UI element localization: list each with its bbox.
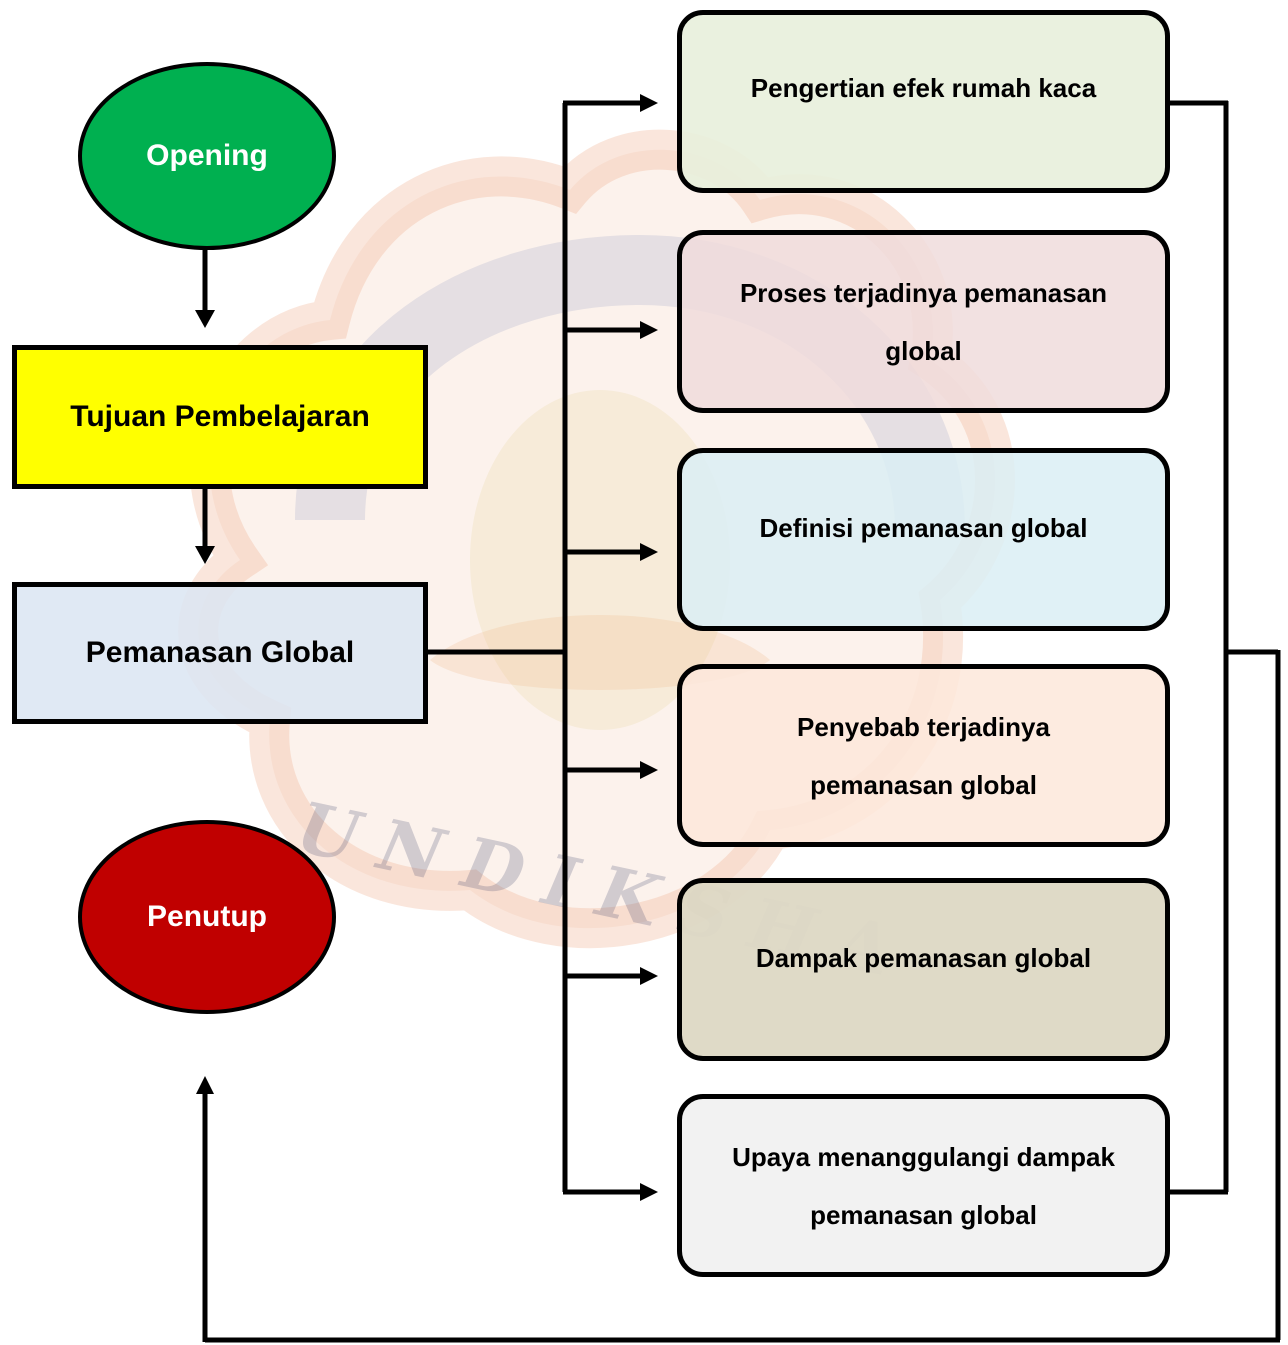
pemanasan-global-node: Pemanasan Global	[12, 582, 428, 724]
topic-label: Proses terjadinya pemanasan global	[739, 277, 1108, 366]
topic-label: Definisi pemanasan global	[759, 513, 1088, 543]
topic-box-definisi: Definisi pemanasan global	[677, 448, 1170, 631]
topic-box-dampak: Dampak pemanasan global	[677, 878, 1170, 1061]
topic-box-penyebab: Penyebab terjadinya pemanasan global	[677, 664, 1170, 847]
topic-label: Upaya menanggulangi dampak pemanasan glo…	[732, 1141, 1115, 1230]
tujuan-pembelajaran-node: Tujuan Pembelajaran	[12, 345, 428, 489]
opening-node: Opening	[78, 62, 336, 250]
topic-label: Penyebab terjadinya pemanasan global	[797, 711, 1050, 800]
topic-box-proses: Proses terjadinya pemanasan global	[677, 230, 1170, 413]
topic-label: Pengertian efek rumah kaca	[750, 73, 1097, 103]
tujuan-pembelajaran-label: Tujuan Pembelajaran	[70, 400, 370, 433]
topic-box-upaya: Upaya menanggulangi dampak pemanasan glo…	[677, 1094, 1170, 1277]
pemanasan-global-label: Pemanasan Global	[85, 636, 355, 669]
penutup-label: Penutup	[147, 900, 267, 933]
topic-box-efek-rumah-kaca: Pengertian efek rumah kaca	[677, 10, 1170, 193]
topic-label: Dampak pemanasan global	[755, 943, 1092, 973]
penutup-node: Penutup	[78, 820, 336, 1014]
opening-label: Opening	[146, 139, 268, 172]
